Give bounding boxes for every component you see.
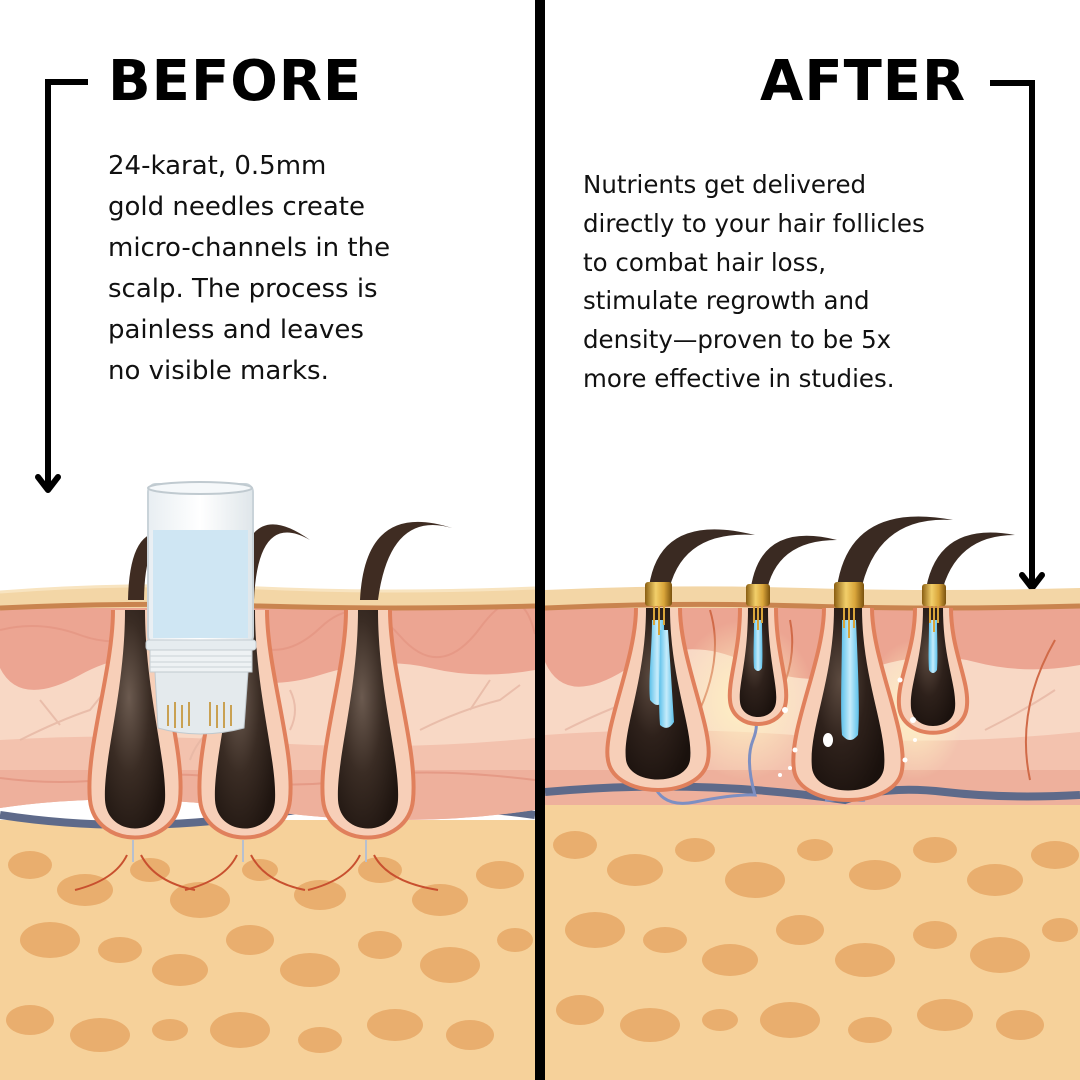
description-line: to combat hair loss, — [583, 247, 826, 277]
after-skin-illustration — [545, 516, 1080, 1080]
nourished-hair-follicles — [605, 607, 970, 802]
description-line: more effective in studies. — [583, 363, 895, 393]
fat-cells — [553, 831, 1079, 1043]
description-line: directly to your hair follicles — [583, 208, 925, 238]
description-line: micro-channels in the — [108, 233, 391, 263]
gold-needle-rings — [645, 582, 946, 638]
description-line: gold needles create — [108, 192, 365, 222]
description-line: scalp. The process is — [108, 274, 378, 304]
before-description: 24-karat, 0.5mm gold needles create micr… — [108, 146, 528, 392]
before-panel: BEFORE 24-karat, 0.5mm gold needles crea… — [0, 0, 535, 1080]
hair-shafts — [128, 521, 452, 600]
bracket-arrow-down-icon — [990, 80, 1045, 591]
description-line: density—proven to be 5x — [583, 325, 892, 355]
description-line: Nutrients get delivered — [583, 170, 867, 199]
before-skin-illustration — [0, 481, 535, 1080]
description-line: stimulate regrowth and — [583, 286, 870, 316]
after-description: Nutrients get delivered directly to your… — [583, 166, 1073, 399]
sparkle-icons — [778, 677, 917, 777]
description-line: painless and leaves — [108, 315, 364, 345]
description-line: 24-karat, 0.5mm — [108, 151, 327, 181]
before-title: BEFORE — [108, 49, 363, 114]
panel-divider — [535, 0, 545, 1080]
hair-shafts — [648, 516, 1015, 595]
after-panel: AFTER Nutrients get delivered directly t… — [545, 0, 1080, 1080]
bracket-arrow-down-icon — [35, 79, 88, 493]
description-line: no visible marks. — [108, 356, 329, 386]
microneedle-stamp-icon — [145, 481, 257, 735]
after-title: AFTER — [760, 49, 967, 114]
